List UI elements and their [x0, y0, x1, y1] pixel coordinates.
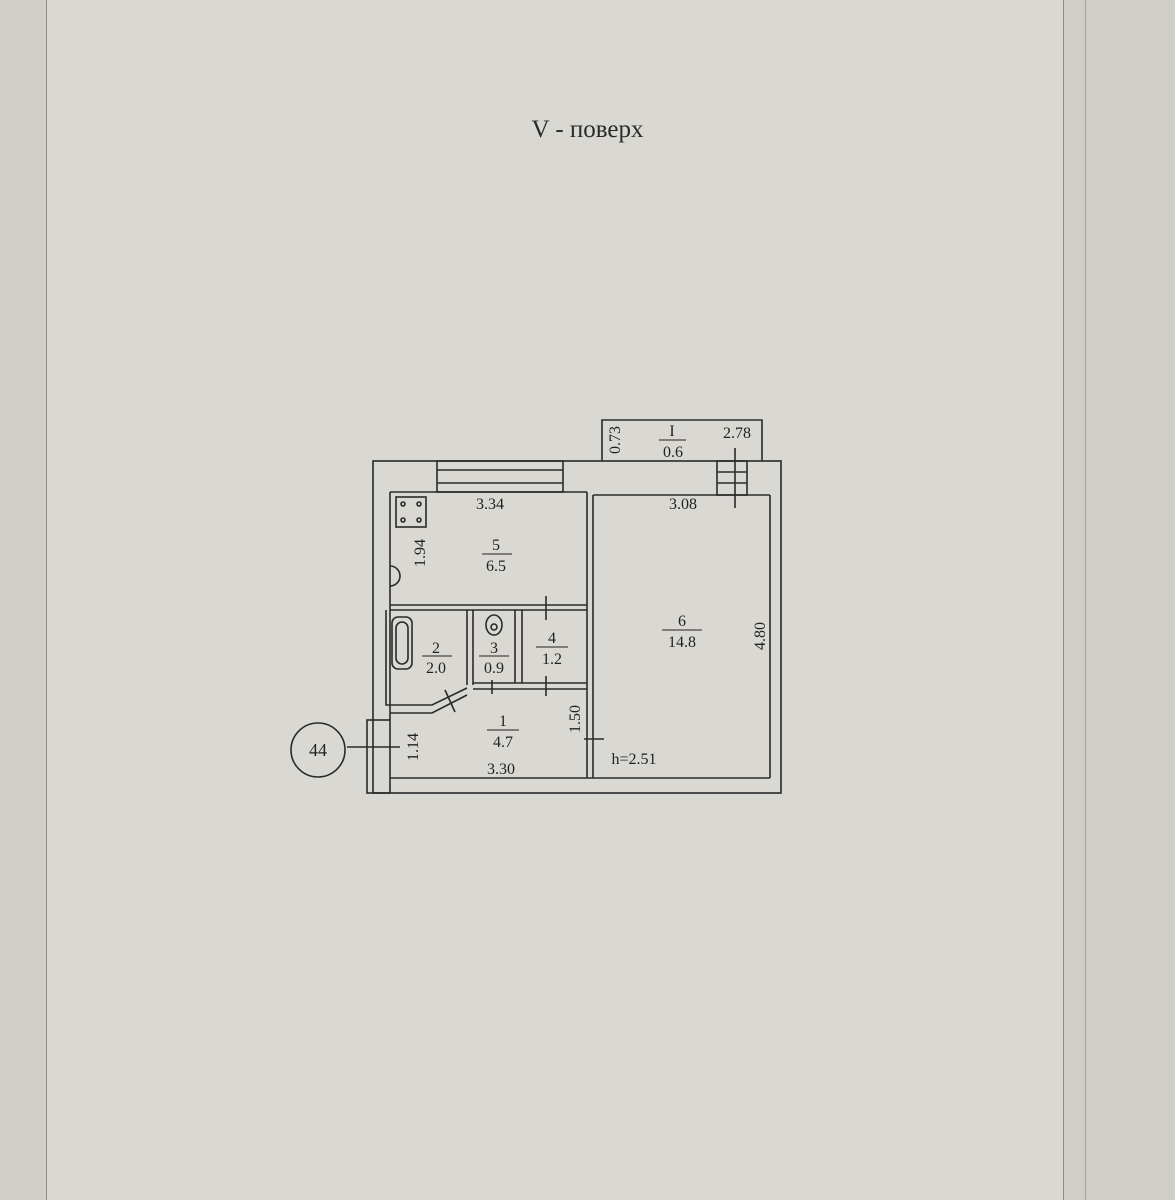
- floor-title: V - поверх: [531, 116, 644, 143]
- room-3-area: 0.9: [484, 660, 504, 677]
- room-4-area: 1.2: [542, 651, 562, 668]
- ceiling-height: h=2.51: [611, 751, 656, 768]
- toilet-icon: [485, 614, 503, 636]
- room-1-area: 4.7: [493, 734, 513, 751]
- page-edge: [1085, 0, 1086, 1200]
- boiler-icon: [389, 565, 401, 587]
- room6-depth: 4.80: [752, 622, 769, 650]
- balcony-width: 2.78: [723, 425, 751, 442]
- room-5-area: 6.5: [486, 558, 506, 575]
- apartment-number-circle: [290, 722, 346, 778]
- room-6-area: 14.8: [668, 634, 696, 651]
- room-I-area: 0.6: [663, 444, 683, 461]
- room-6-number: 6: [678, 613, 686, 630]
- apartment-number: 44: [309, 740, 327, 760]
- room-5-number: 5: [492, 537, 500, 554]
- window: [436, 460, 564, 493]
- kitchen-depth: 1.94: [412, 539, 429, 567]
- balcony-door: [716, 460, 748, 496]
- document-page: [46, 0, 1064, 1200]
- hall-depth: 1.50: [567, 705, 584, 733]
- room6-width: 3.08: [669, 496, 697, 513]
- room-3-number: 3: [490, 640, 498, 657]
- balcony: [601, 419, 763, 461]
- entrance: [366, 719, 391, 794]
- room-2-area: 2.0: [426, 660, 446, 677]
- hall-width: 3.30: [487, 761, 515, 778]
- outer-wall: [372, 460, 782, 794]
- kitchen-width: 3.34: [476, 496, 504, 513]
- stove-icon: [395, 496, 427, 528]
- bathtub-icon: [391, 616, 413, 670]
- balcony-depth: 0.73: [607, 426, 624, 454]
- room-1-number: 1: [499, 713, 507, 730]
- room-4-number: 4: [548, 630, 556, 647]
- room-2-number: 2: [432, 640, 440, 657]
- room-I-number: I: [669, 423, 674, 440]
- entrance-width: 1.14: [405, 733, 422, 761]
